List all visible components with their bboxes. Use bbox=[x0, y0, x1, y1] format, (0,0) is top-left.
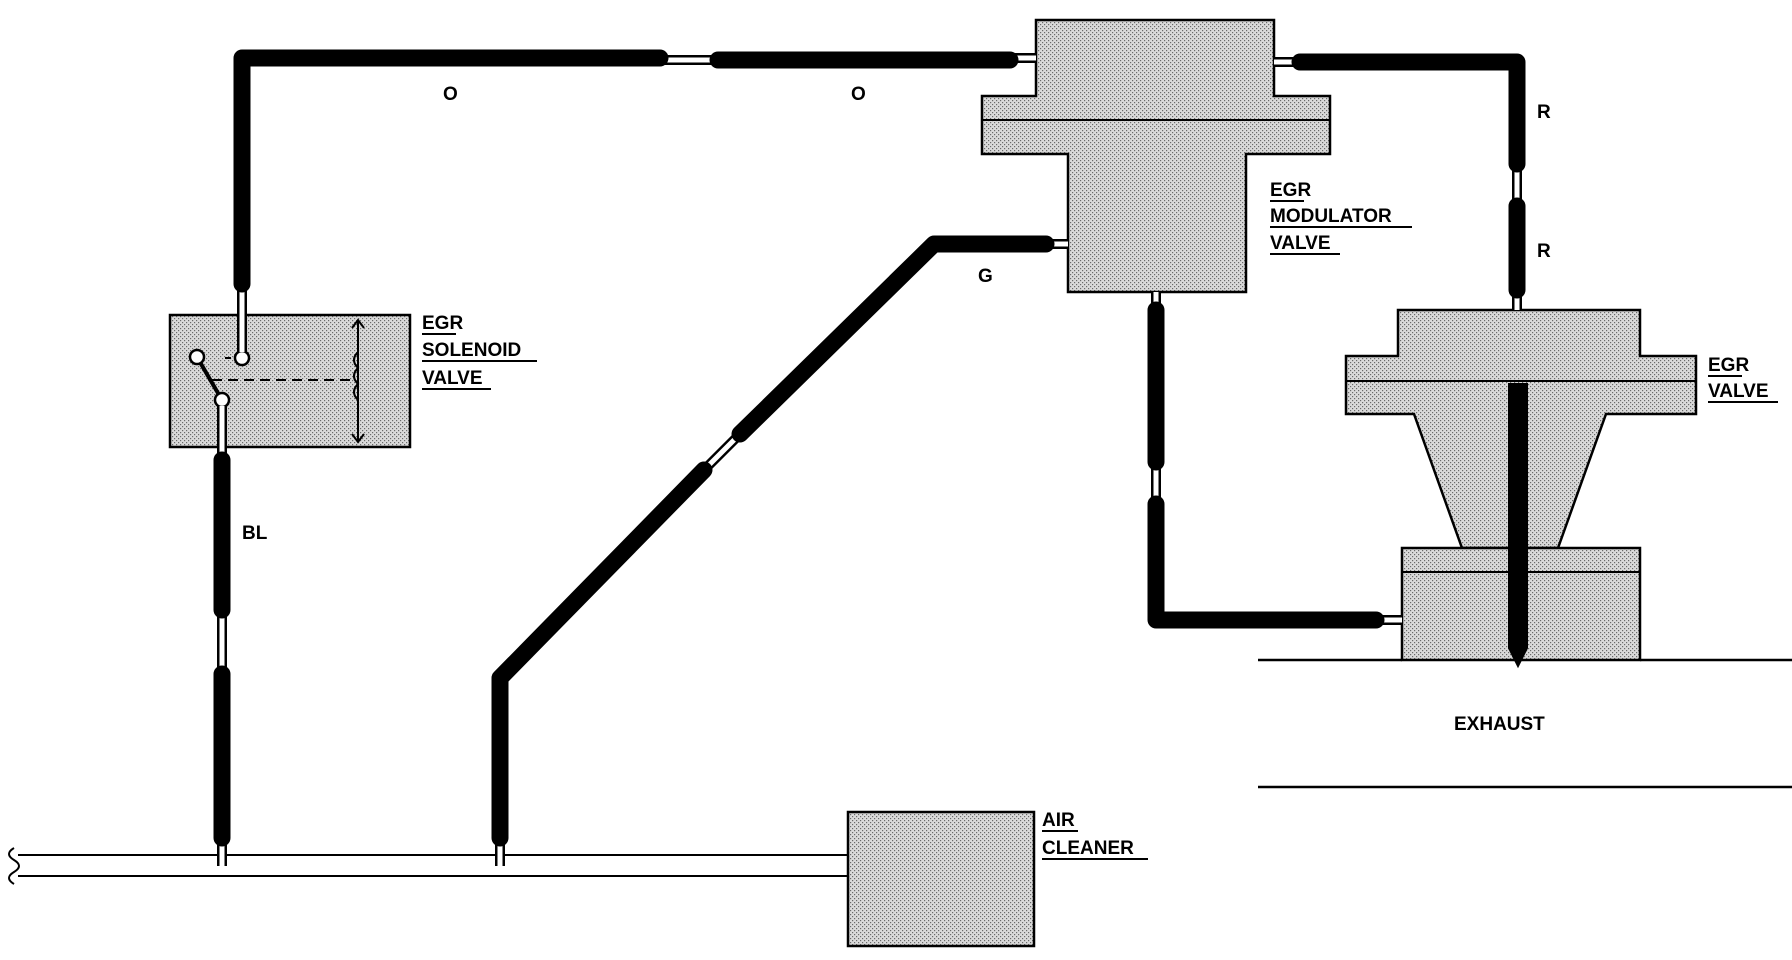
hose-modulator-lower bbox=[1147, 495, 1385, 629]
hose-label-g: G bbox=[978, 266, 993, 287]
hose-r-upper bbox=[1291, 53, 1526, 173]
svg-text:EGR: EGR bbox=[1270, 180, 1311, 201]
intake-tube bbox=[8, 847, 848, 885]
svg-text:VALVE: VALVE bbox=[1708, 381, 1769, 402]
svg-text:SOLENOID: SOLENOID bbox=[422, 340, 521, 361]
solenoid-valve-label: EGR SOLENOID VALVE bbox=[422, 313, 537, 390]
hose-label-r2: R bbox=[1537, 241, 1551, 262]
egr-valve-label: EGR VALVE bbox=[1708, 355, 1778, 403]
hose-label-bl: BL bbox=[242, 523, 268, 544]
air-cleaner-label: AIR CLEANER bbox=[1042, 810, 1148, 860]
exhaust-label: EXHAUST bbox=[1454, 714, 1545, 735]
hose-g-lower bbox=[491, 461, 713, 847]
hose-label-o2: O bbox=[851, 84, 866, 105]
egr-valve bbox=[1344, 308, 1698, 669]
tube-connectors bbox=[217, 53, 1522, 866]
svg-text:EGR: EGR bbox=[422, 313, 463, 334]
svg-text:VALVE: VALVE bbox=[1270, 233, 1331, 254]
svg-text:CLEANER: CLEANER bbox=[1042, 838, 1134, 859]
hose-o-left bbox=[233, 49, 669, 293]
air-cleaner-body bbox=[846, 810, 1036, 948]
svg-text:VALVE: VALVE bbox=[422, 368, 483, 389]
svg-text:MODULATOR: MODULATOR bbox=[1270, 206, 1392, 227]
hose-label-o1: O bbox=[443, 84, 458, 105]
egr-modulator-valve bbox=[980, 18, 1332, 294]
hose-g-upper bbox=[731, 235, 1055, 443]
egr-solenoid-valve bbox=[168, 313, 412, 449]
svg-text:AIR: AIR bbox=[1042, 810, 1075, 831]
svg-text:EGR: EGR bbox=[1708, 355, 1749, 376]
exhaust-pipe bbox=[1258, 658, 1792, 789]
hose-label-r1: R bbox=[1537, 102, 1551, 123]
modulator-valve-label: EGR MODULATOR VALVE bbox=[1270, 180, 1412, 255]
